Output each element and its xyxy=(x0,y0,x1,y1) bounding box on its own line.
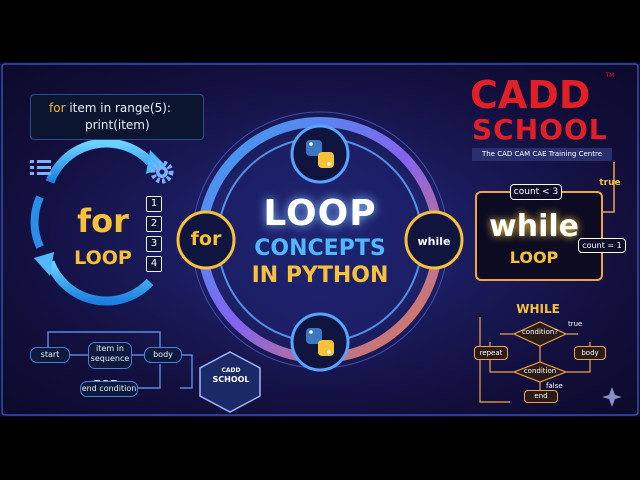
brand-badge xyxy=(199,351,261,413)
gear-icon xyxy=(150,160,174,184)
code-snippet: for item in range(5): print(item) xyxy=(30,94,204,140)
code-line-2: print(item) xyxy=(85,118,150,132)
center-title-python: IN PYTHON xyxy=(251,263,389,288)
wflow-repeat: repeat xyxy=(474,346,508,360)
flow-end-condition: end condition xyxy=(80,381,138,397)
for-arrow-bottom xyxy=(45,260,154,306)
python-logo-top xyxy=(290,124,350,184)
python-logo-bottom xyxy=(290,312,350,372)
decor-layer xyxy=(1,63,639,416)
code-line-1: for item in range(5): xyxy=(49,101,171,115)
for-heading: for xyxy=(77,202,129,240)
brand-school: SCHOOL xyxy=(472,113,608,146)
step-1: 1 xyxy=(146,196,162,212)
count-condition: count < 3 xyxy=(510,184,562,200)
step-2: 2 xyxy=(146,216,162,232)
flow-item-in-sequence: item in sequence xyxy=(88,342,132,369)
wflow-condition: condition? xyxy=(521,328,559,336)
count-assign: count = 1 xyxy=(578,238,626,253)
step-4: 4 xyxy=(146,256,162,272)
wflow-condition-2: condition xyxy=(523,367,557,375)
brand-cadd: CADD xyxy=(470,73,591,117)
thumbnail-frame: for item in range(5): print(item) for LO… xyxy=(0,62,640,417)
true-label: true xyxy=(599,178,621,188)
brand-tm: TM xyxy=(605,72,615,79)
while-flow-title: WHILE xyxy=(516,302,560,316)
wflow-false: false xyxy=(546,382,563,390)
wflow-body: body xyxy=(574,346,606,360)
while-badge-label: while xyxy=(417,235,451,248)
center-title-loop: LOOP xyxy=(263,193,377,234)
sparkle-icon xyxy=(602,387,622,407)
for-loop-label: LOOP xyxy=(74,247,132,269)
wflow-end: end xyxy=(524,390,558,403)
while-badge-bg xyxy=(404,210,464,270)
for-badge-bg xyxy=(176,210,236,270)
while-loop-label: LOOP xyxy=(509,248,559,267)
center-title-concepts: CONCEPTS xyxy=(254,236,386,261)
badge-text-cadd: CADD xyxy=(221,367,241,374)
flow-start: start xyxy=(30,347,70,363)
for-arrow-top xyxy=(45,138,154,184)
list-icon xyxy=(30,160,51,175)
step-3: 3 xyxy=(146,236,162,252)
badge-text-school: SCHOOL xyxy=(212,375,250,384)
for-badge-label: for xyxy=(190,228,222,250)
flow-body: body xyxy=(144,347,182,363)
wflow-true: true xyxy=(568,320,583,328)
while-heading: while xyxy=(489,209,579,244)
brand-tagline: The CAD CAM CAE Training Centre xyxy=(472,148,612,161)
